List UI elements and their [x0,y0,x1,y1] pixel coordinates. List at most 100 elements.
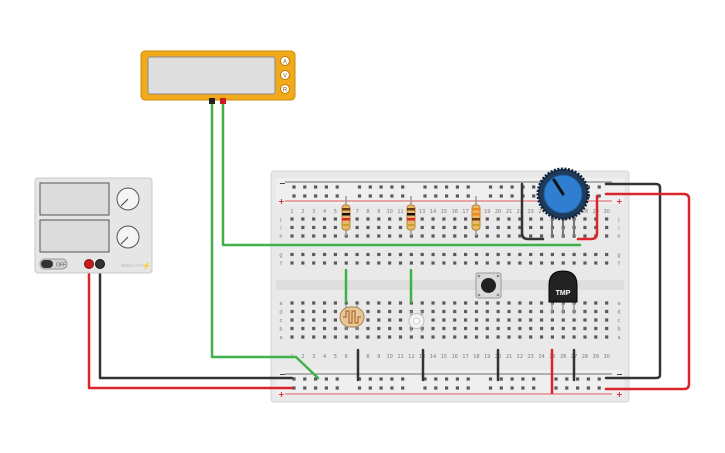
grid-hole[interactable] [355,301,359,305]
grid-hole[interactable] [431,225,435,230]
multimeter-com-terminal[interactable] [209,98,215,104]
grid-hole[interactable] [572,318,576,322]
grid-hole[interactable] [464,326,468,331]
grid-hole[interactable] [539,252,544,257]
grid-hole[interactable] [312,309,316,314]
resistor-2[interactable] [406,196,416,236]
grid-hole[interactable] [453,234,457,238]
rail-hole[interactable] [314,377,318,381]
grid-hole[interactable] [333,252,337,257]
rail-hole[interactable] [488,386,493,390]
grid-hole[interactable] [453,301,457,305]
rail-hole[interactable] [455,185,459,189]
grid-hole[interactable] [398,225,403,230]
grid-hole[interactable] [539,234,544,238]
rail-hole[interactable] [357,377,362,381]
grid-hole[interactable] [442,225,446,230]
grid-hole[interactable] [312,318,316,322]
rail-hole[interactable] [532,377,536,381]
grid-hole[interactable] [420,261,424,265]
rail-hole[interactable] [401,386,405,390]
grid-hole[interactable] [442,252,446,257]
grid-hole[interactable] [290,301,294,305]
grid-hole[interactable] [409,252,413,257]
grid-hole[interactable] [539,217,544,221]
rail-hole[interactable] [586,377,590,381]
rail-hole[interactable] [466,194,470,198]
grid-hole[interactable] [377,309,381,314]
rail-hole[interactable] [390,386,394,390]
grid-hole[interactable] [431,252,435,257]
grid-hole[interactable] [496,261,500,265]
grid-hole[interactable] [572,252,576,257]
grid-hole[interactable] [366,217,370,221]
grid-hole[interactable] [583,335,587,339]
grid-hole[interactable] [388,252,392,257]
grid-hole[interactable] [518,217,522,221]
grid-hole[interactable] [377,301,381,305]
rail-hole[interactable] [445,377,449,381]
rail-hole[interactable] [576,377,580,381]
grid-hole[interactable] [312,335,316,339]
grid-hole[interactable] [442,217,446,221]
grid-hole[interactable] [464,318,468,322]
grid-hole[interactable] [453,225,457,230]
grid-hole[interactable] [355,261,359,265]
supply-positive-terminal[interactable] [84,259,94,269]
grid-hole[interactable] [496,252,500,257]
grid-hole[interactable] [529,252,533,257]
grid-hole[interactable] [388,309,392,314]
grid-hole[interactable] [485,335,489,339]
grid-hole[interactable] [333,326,337,331]
rail-hole[interactable] [357,185,362,189]
grid-hole[interactable] [539,335,544,339]
rail-hole[interactable] [368,185,372,189]
grid-hole[interactable] [388,326,392,331]
grid-hole[interactable] [485,318,489,322]
grid-hole[interactable] [377,318,381,322]
grid-hole[interactable] [442,309,446,314]
grid-hole[interactable] [322,335,327,339]
grid-hole[interactable] [485,217,489,221]
grid-hole[interactable] [312,261,316,265]
rail-hole[interactable] [324,194,328,198]
grid-hole[interactable] [312,301,316,305]
grid-hole[interactable] [344,335,348,339]
grid-hole[interactable] [398,252,403,257]
grid-hole[interactable] [301,335,305,339]
grid-hole[interactable] [474,326,479,331]
rail-hole[interactable] [554,386,558,390]
rail-hole[interactable] [597,377,601,381]
rail-hole[interactable] [521,386,525,390]
grid-hole[interactable] [464,217,468,221]
grid-hole[interactable] [518,261,522,265]
potentiometer[interactable] [536,167,590,238]
grid-hole[interactable] [594,318,598,322]
grid-hole[interactable] [398,234,403,238]
grid-hole[interactable] [322,326,327,331]
rail-hole[interactable] [401,377,405,381]
rail-hole[interactable] [390,194,394,198]
rail-hole[interactable] [576,386,580,390]
rail-hole[interactable] [597,185,601,189]
grid-hole[interactable] [583,252,587,257]
grid-hole[interactable] [550,326,554,331]
grid-hole[interactable] [464,234,468,238]
resistor-1[interactable] [341,196,351,236]
grid-hole[interactable] [539,261,544,265]
grid-hole[interactable] [366,225,370,230]
grid-hole[interactable] [366,326,370,331]
grid-hole[interactable] [312,225,316,230]
grid-hole[interactable] [496,326,500,331]
grid-hole[interactable] [496,309,500,314]
grid-hole[interactable] [561,252,565,257]
rail-hole[interactable] [510,377,514,381]
rail-hole[interactable] [532,194,536,198]
rail-hole[interactable] [445,386,449,390]
grid-hole[interactable] [518,318,522,322]
grid-hole[interactable] [474,301,479,305]
grid-hole[interactable] [583,318,587,322]
grid-hole[interactable] [366,335,370,339]
grid-hole[interactable] [398,309,403,314]
rail-hole[interactable] [357,194,362,198]
